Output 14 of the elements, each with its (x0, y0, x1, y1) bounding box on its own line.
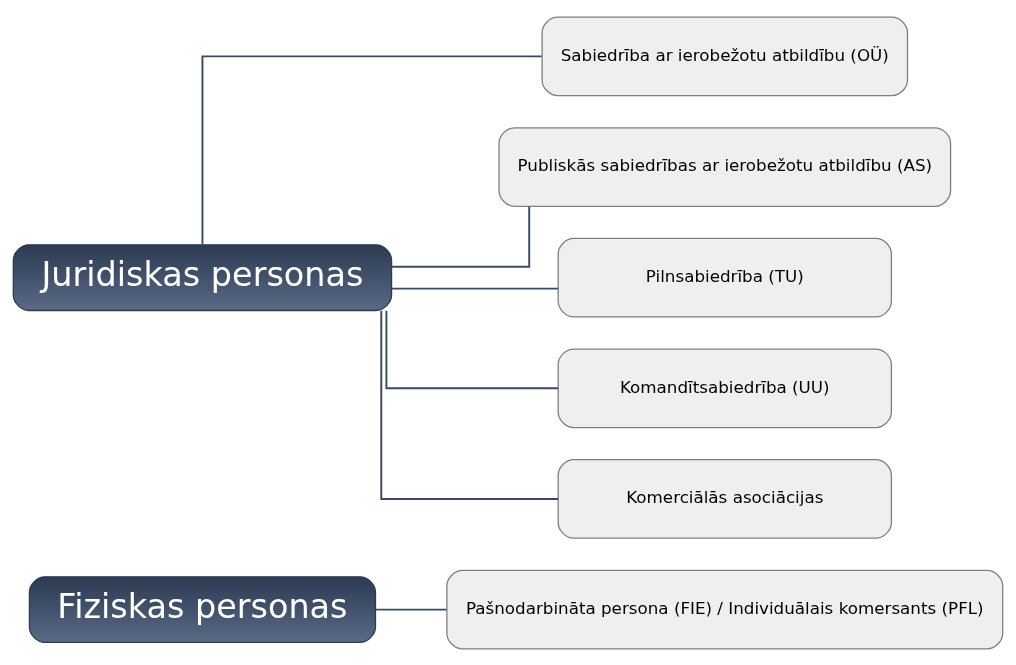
node-box: Komerciālās asociācijas (557, 458, 893, 539)
node-box: Publiskās sabiedrības ar ierobežotu atbildību (AS) (498, 126, 952, 207)
connector (380, 309, 560, 500)
connector (374, 608, 448, 611)
connector (201, 54, 543, 245)
node-box: Juridiskas personas (12, 243, 393, 311)
node-box: Komandītsabiedrība (UU) (557, 347, 893, 428)
connector (385, 309, 560, 389)
connector (390, 287, 560, 290)
node-box: Sabiedrība ar ierobežotu atbildību (OÜ) (541, 16, 909, 96)
node-box: Pašnodarbināta persona (FIE) / Individuālais komersants (PFL) (446, 569, 1004, 649)
node-box: Pilnsabiedrība (TU) (557, 237, 893, 318)
node-box: Fiziskas personas (28, 575, 377, 643)
connector (390, 204, 531, 268)
